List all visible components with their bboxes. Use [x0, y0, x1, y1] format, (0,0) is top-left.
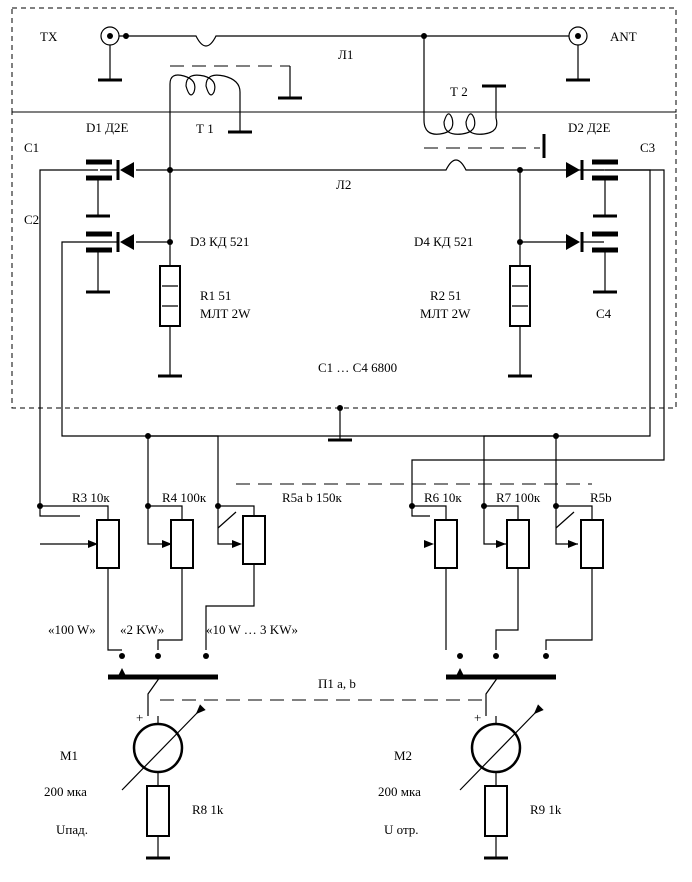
diode-d1-icon	[100, 160, 134, 180]
transformer-t2	[424, 134, 546, 158]
resistor-r2-icon	[508, 242, 532, 378]
switch-p1b-wiring	[446, 653, 556, 716]
potentiometer-r4-icon	[145, 503, 194, 614]
capacitor-c4-icon	[582, 231, 618, 294]
label-r9: R9 1k	[530, 802, 562, 817]
label-m2-func: U отр.	[384, 822, 419, 837]
meter-m2-icon	[459, 704, 544, 860]
potentiometer-r6-icon	[409, 503, 458, 650]
label-r2-type: МЛТ 2W	[420, 306, 471, 321]
label-range-100w: «100 W»	[48, 622, 96, 637]
label-ant: ANT	[610, 29, 637, 44]
label-r3: R3 10к	[72, 490, 110, 505]
label-range-10w-3kw: «10 W … 3 KW»	[206, 622, 298, 637]
label-d1: D1 Д2Е	[86, 120, 129, 135]
label-m1: M1	[60, 748, 78, 763]
label-r4: R4 100к	[162, 490, 207, 505]
label-d4: D4 КД 521	[414, 234, 473, 249]
label-c2: C2	[24, 212, 39, 227]
label-m1-spec: 200 мка	[44, 784, 87, 799]
label-range-2kw: «2 KW»	[120, 622, 164, 637]
label-tx: TX	[40, 29, 58, 44]
potentiometer-r5b-icon	[545, 503, 604, 650]
diode-d3-icon	[116, 170, 173, 252]
label-t2: Т 2	[450, 84, 468, 99]
label-plus-m2: +	[474, 710, 481, 725]
potentiometer-r5a-icon	[205, 503, 266, 650]
label-r1: R1 51	[200, 288, 231, 303]
ant-connector-icon	[566, 26, 590, 82]
switch-p1a-wiring	[107, 614, 218, 716]
capacitor-c2-icon	[61, 169, 651, 437]
capacitor-c1-icon	[39, 159, 112, 517]
label-r5ab: R5a b 150к	[282, 490, 342, 505]
label-r8: R8 1k	[192, 802, 224, 817]
label-plus-m1: +	[136, 710, 143, 725]
label-r6: R6 10к	[424, 490, 462, 505]
diode-d2-icon	[566, 160, 604, 180]
line-l1	[98, 26, 590, 135]
enclosure-ground-icon	[328, 405, 352, 442]
line-l2	[136, 159, 560, 173]
potentiometer-r7-icon	[481, 503, 530, 650]
transformer-t1	[169, 65, 302, 170]
label-l1: Л1	[338, 47, 353, 62]
capacitor-c3-icon	[411, 159, 665, 517]
tx-connector-icon	[98, 26, 122, 82]
label-r5b: R5b	[590, 490, 612, 505]
label-r7: R7 100к	[496, 490, 541, 505]
meter-m1-icon	[121, 704, 206, 860]
label-m2-spec: 200 мка	[378, 784, 421, 799]
label-r2: R2 51	[430, 288, 461, 303]
label-d2: D2 Д2Е	[568, 120, 611, 135]
label-r1-type: МЛТ 2W	[200, 306, 251, 321]
label-m2: M2	[394, 748, 412, 763]
label-c1: C1	[24, 140, 39, 155]
enclosure-outline	[11, 7, 677, 409]
potentiometer-r3-icon	[37, 503, 120, 614]
resistor-r1-icon	[158, 242, 182, 378]
label-l2: Л2	[336, 177, 351, 192]
label-c3: C3	[640, 140, 655, 155]
label-c4: C4	[596, 306, 612, 321]
label-m1-func: Uпад.	[56, 822, 88, 837]
label-d3: D3 КД 521	[190, 234, 249, 249]
diode-d4-icon	[517, 170, 584, 252]
label-t1: Т 1	[196, 121, 214, 136]
label-capacitor-note: C1 … C4 6800	[318, 360, 397, 375]
label-switch: П1 a, b	[318, 676, 356, 691]
